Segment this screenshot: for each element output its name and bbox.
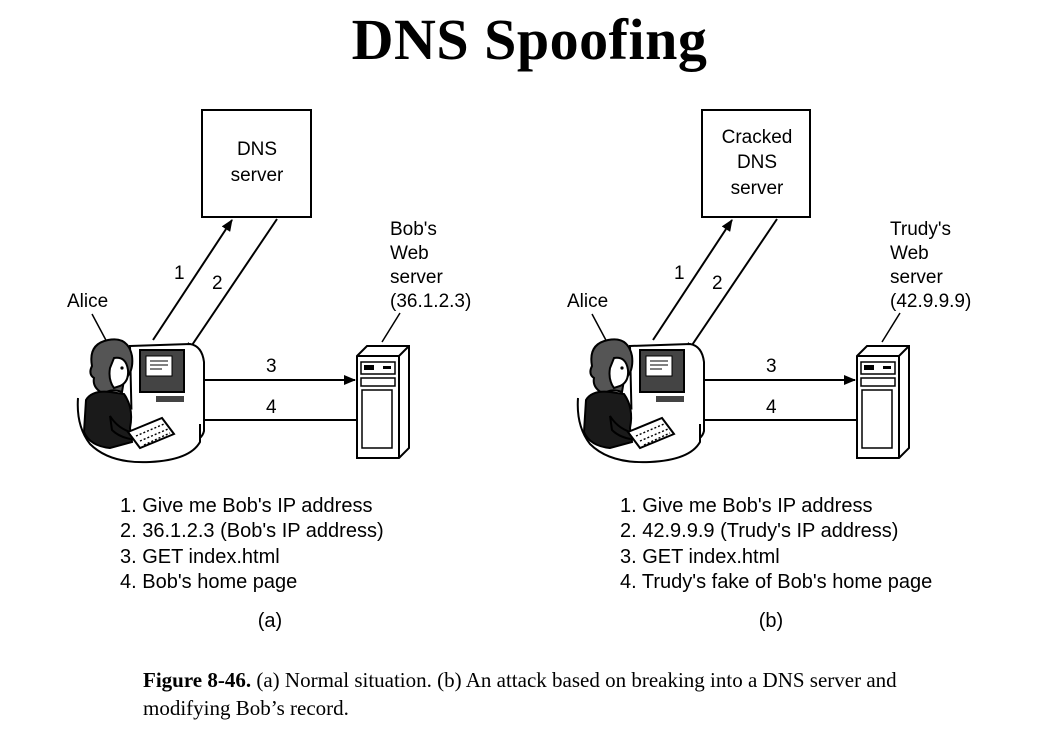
web-server-label-line-3: server — [390, 267, 443, 288]
web-server-label-line-2: Web — [890, 243, 929, 264]
step-1: 1. Give me Bob's IP address — [620, 495, 872, 517]
web-server-pointer — [381, 312, 401, 343]
step-2: 2. 36.1.2.3 (Bob's IP address) — [120, 520, 384, 542]
web-server-label-line-4: (42.9.9.9) — [890, 291, 971, 312]
arrow-2-label: 2 — [212, 273, 223, 294]
arrow-3-label: 3 — [266, 356, 277, 377]
web-server-label-line-2: Web — [390, 243, 429, 264]
step-2: 2. 42.9.9.9 (Trudy's IP address) — [620, 520, 898, 542]
web-server-pointer — [881, 312, 901, 343]
cracked-dns-label-line-2: DNS — [737, 152, 777, 173]
arrow-1-label: 1 — [174, 263, 185, 284]
alice-computer-icon — [576, 338, 705, 464]
cracked-dns-server-box — [701, 109, 811, 218]
arrow-2-label: 2 — [712, 273, 723, 294]
arrow-1 — [652, 219, 733, 341]
web-server-label-line-1: Bob's — [390, 219, 437, 240]
caption-text: (a) Normal situation. (b) An attack base… — [143, 668, 897, 720]
panel-a: DNS server 1 2 3 4 Alice Bob's Web serve… — [67, 109, 471, 632]
arrow-2 — [685, 218, 778, 355]
panel-b-sublabel: (b) — [759, 610, 783, 632]
client-label-pointer — [591, 313, 609, 345]
figure-number: Figure 8-46. — [143, 668, 252, 692]
panel-b: Cracked DNS server 1 2 3 4 Alice Trudy's… — [567, 109, 971, 632]
page-title: DNS Spoofing — [351, 7, 708, 72]
arrow-3-label: 3 — [766, 356, 777, 377]
arrow-4-label: 4 — [766, 397, 777, 418]
web-server-icon — [856, 345, 910, 459]
arrow-2 — [185, 218, 278, 355]
web-server-label-line-3: server — [890, 267, 943, 288]
step-4: 4. Bob's home page — [120, 571, 297, 593]
client-label: Alice — [567, 291, 608, 312]
web-server-icon — [356, 345, 410, 459]
client-label-pointer — [91, 313, 109, 345]
step-1: 1. Give me Bob's IP address — [120, 495, 372, 517]
dns-server-label-line-2: server — [231, 165, 284, 186]
step-4: 4. Trudy's fake of Bob's home page — [620, 571, 932, 593]
dns-server-box — [201, 109, 312, 218]
step-3: 3. GET index.html — [620, 546, 780, 568]
figure-caption: Figure 8-46. (a) Normal situation. (b) A… — [143, 666, 923, 722]
panel-a-sublabel: (a) — [258, 610, 282, 632]
alice-computer-icon — [76, 338, 205, 464]
step-3: 3. GET index.html — [120, 546, 280, 568]
web-server-label-line-4: (36.1.2.3) — [390, 291, 471, 312]
arrow-1 — [152, 219, 233, 341]
client-label: Alice — [67, 291, 108, 312]
arrow-1-label: 1 — [674, 263, 685, 284]
dns-server-label-line-1: DNS — [237, 139, 277, 160]
web-server-label-line-1: Trudy's — [890, 219, 951, 240]
cracked-dns-label-line-3: server — [731, 178, 784, 199]
arrow-4-label: 4 — [266, 397, 277, 418]
cracked-dns-label-line-1: Cracked — [722, 127, 793, 148]
